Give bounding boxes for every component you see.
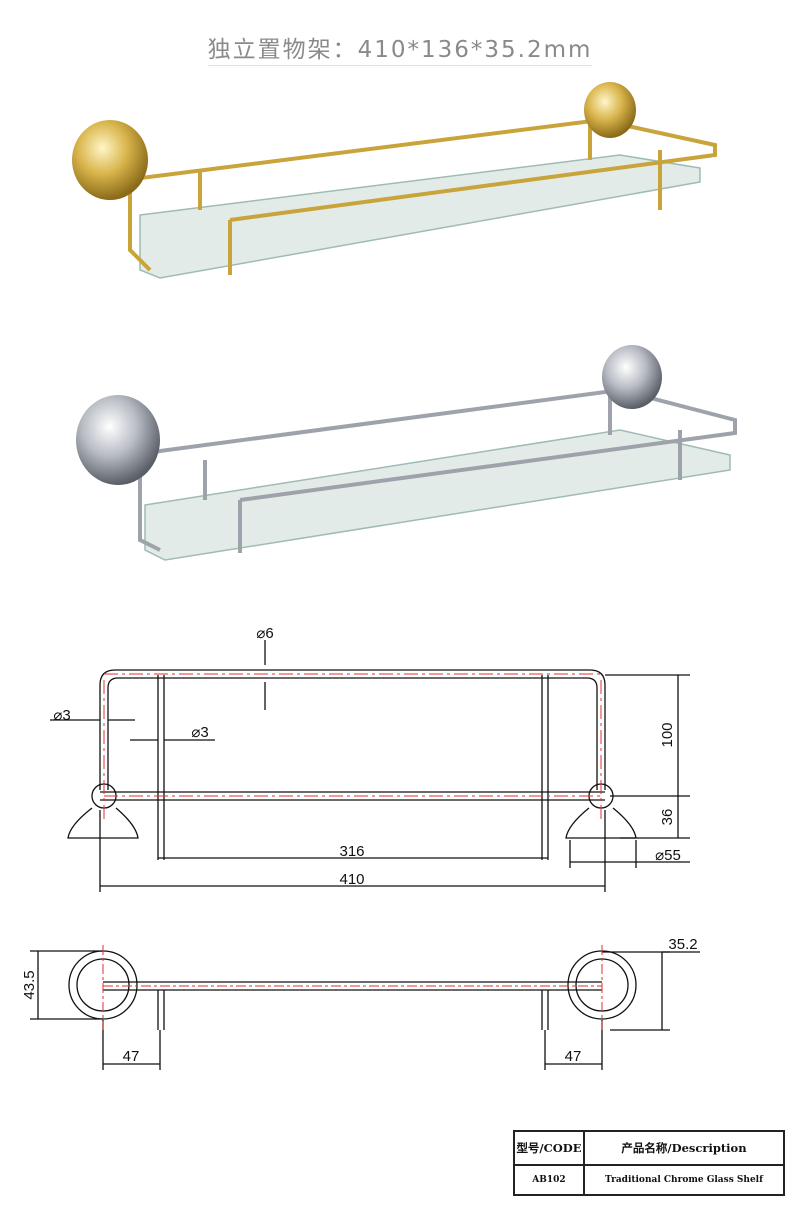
glass-panel: [144, 429, 731, 561]
cell-code: AB102: [513, 1164, 585, 1196]
table-row: AB102 Traditional Chrome Glass Shelf: [513, 1164, 785, 1196]
top-view-drawing: 43.5 35.2 47 47: [21, 936, 700, 1070]
dim-base-height: 43.5: [21, 970, 38, 999]
dim-inner-width: 316: [339, 843, 364, 860]
dim-rod-diameter: ⌀6: [256, 625, 273, 642]
glass-panel: [139, 154, 701, 279]
wall-mount-right: [602, 345, 662, 409]
cell-description: Traditional Chrome Glass Shelf: [583, 1164, 785, 1196]
chrome-shelf-image: [76, 345, 737, 561]
wall-mount-right: [584, 82, 636, 138]
dim-height: 100: [659, 722, 676, 747]
page-title: 独立置物架：410*136*35.2mm: [0, 30, 800, 66]
spec-table: 型号/CODE 产品名称/Description AB102 Tradition…: [513, 1130, 785, 1196]
table-header-row: 型号/CODE 产品名称/Description: [513, 1130, 785, 1166]
front-view-drawing: ⌀6 ⌀3 ⌀3 100 36 316 410 ⌀55: [50, 625, 690, 892]
dim-depth: 35.2: [668, 936, 697, 953]
dim-total-width: 410: [339, 871, 364, 888]
dim-right-offset: 47: [565, 1048, 582, 1065]
header-code: 型号/CODE: [513, 1130, 585, 1166]
gold-shelf-image: [72, 82, 717, 279]
dim-left-offset: 47: [123, 1048, 140, 1065]
header-description: 产品名称/Description: [583, 1130, 785, 1166]
dim-base-diameter: ⌀55: [655, 847, 681, 864]
wall-mount-left: [72, 120, 148, 200]
wall-mount-left: [76, 395, 160, 485]
dim-end-rod-diameter: ⌀3: [53, 707, 70, 724]
dim-post-diameter: ⌀3: [191, 724, 208, 741]
dim-mount-offset: 36: [659, 809, 676, 826]
